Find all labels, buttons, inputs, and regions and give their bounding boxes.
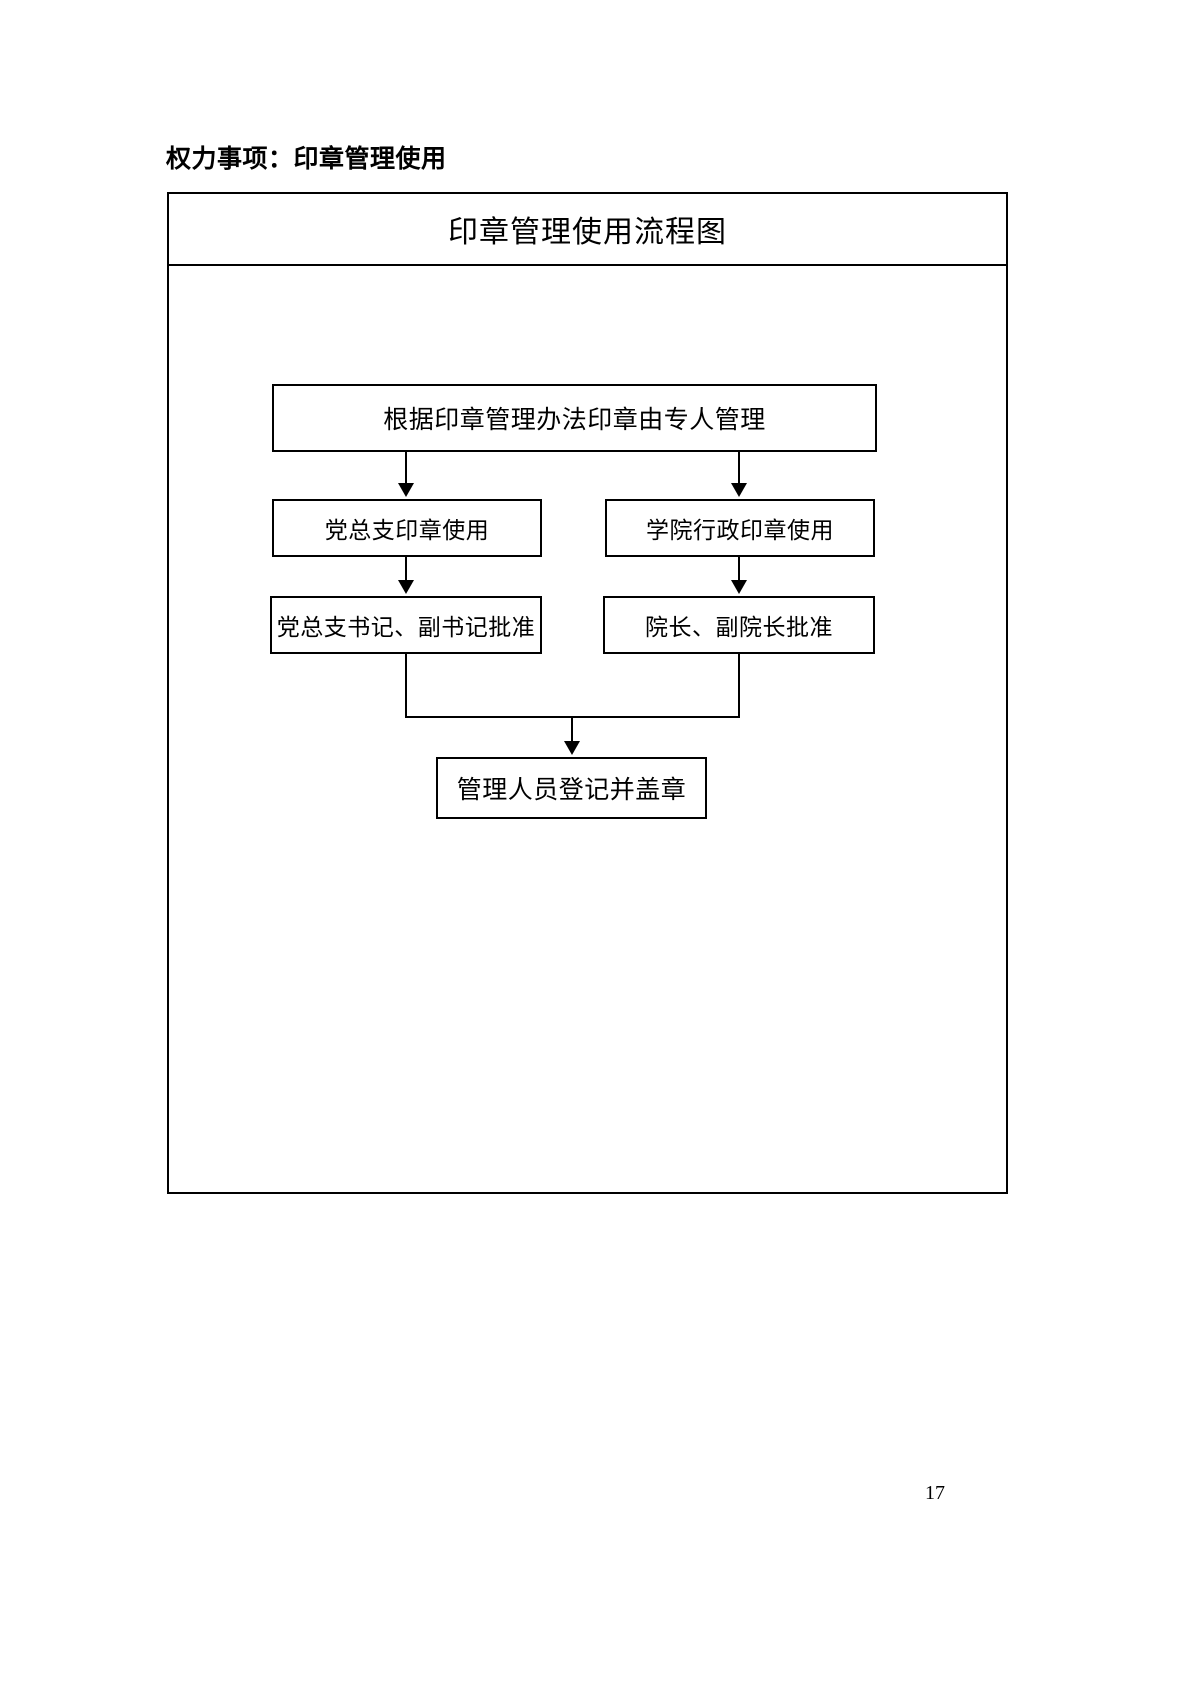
connector-left-branch-to-left-approval [405, 557, 407, 582]
arrowhead-root-to-right-branch [731, 483, 747, 497]
flow-node-register-and-stamp: 管理人员登记并盖章 [436, 757, 707, 819]
flowchart-frame: 印章管理使用流程图 根据印章管理办法印章由专人管理 党总支印章使用 学院行政印章… [167, 192, 1008, 1194]
connector-right-approval-down [738, 654, 740, 718]
flow-node-party-secretary-approval: 党总支书记、副书记批准 [270, 596, 542, 654]
arrowhead-merge-to-final [564, 741, 580, 755]
flow-node-college-admin-seal-use: 学院行政印章使用 [605, 499, 875, 557]
flowchart-canvas: 根据印章管理办法印章由专人管理 党总支印章使用 学院行政印章使用 党总支书记、副… [169, 266, 1006, 1192]
connector-root-to-right-branch [738, 452, 740, 485]
flow-node-root: 根据印章管理办法印章由专人管理 [272, 384, 877, 452]
arrowhead-left-branch-to-left-approval [398, 580, 414, 594]
flowchart-title: 印章管理使用流程图 [448, 216, 727, 249]
arrowhead-right-branch-to-right-approval [731, 580, 747, 594]
page-title: 权力事项：印章管理使用 [166, 145, 447, 173]
flow-node-party-seal-use: 党总支印章使用 [272, 499, 542, 557]
arrowhead-root-to-left-branch [398, 483, 414, 497]
connector-right-branch-to-right-approval [738, 557, 740, 582]
connector-merge-to-final [571, 716, 573, 743]
flowchart-title-row: 印章管理使用流程图 [169, 194, 1006, 266]
connector-left-approval-down [405, 654, 407, 718]
flow-node-dean-approval: 院长、副院长批准 [603, 596, 875, 654]
page-number: 17 [925, 1482, 945, 1504]
connector-root-to-left-branch [405, 452, 407, 485]
